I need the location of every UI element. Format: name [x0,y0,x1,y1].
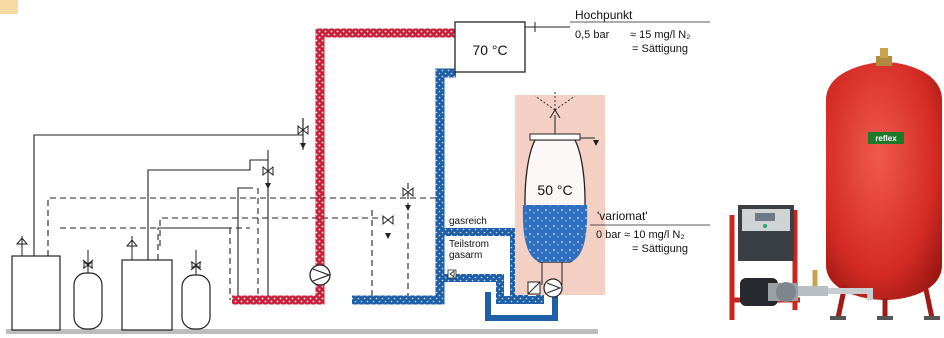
label-teilstrom: Teilstrom [449,239,489,250]
expansion-vessel-product [826,62,942,300]
hot-water-pipe [232,28,456,305]
hochpunkt-title: Hochpunkt [575,8,633,22]
flow-marker [447,269,457,279]
expansion-vessel-2 [181,250,211,330]
brand-label: reflex [875,134,897,143]
hochpunkt-conc: ≈ 15 mg/l N₂ [630,29,690,41]
valves [83,124,414,269]
corner-tag [0,0,18,14]
degassing-tank [522,109,599,285]
gas-release-arrows [534,92,576,111]
variomat-pressure: 0 bar ≈ 10 mg/l N₂ [596,229,685,241]
boiler-2 [121,236,173,331]
label-gasreich: gasreich [449,216,487,227]
brand-badge [868,132,904,144]
return-lines [47,183,440,300]
circulation-pump [309,264,331,286]
return-pipe-bottom [485,286,558,321]
tank-temp: 50 °C [537,182,572,198]
hochpunkt-sat: = Sättigung [632,43,688,55]
label-gasarm: gasarm [449,250,482,261]
variomat-sat: = Sättigung [632,243,688,255]
hot-box-temp: 70 °C [472,42,507,58]
variomat-title: 'variomat' [597,209,648,223]
tank-pump [527,278,563,298]
control-cabinet [738,205,794,261]
supply-lines [33,118,304,300]
product-pump [740,278,828,306]
ground-line [6,329,598,334]
cold-water-pipe [352,68,456,305]
hochpunkt-pressure: 0,5 bar [575,29,610,41]
hot-header-box [454,21,526,73]
boiler-1 [11,236,61,331]
product-photo: reflex [729,48,942,320]
arrow-marks [265,143,411,239]
expansion-vessel-1 [73,250,103,330]
